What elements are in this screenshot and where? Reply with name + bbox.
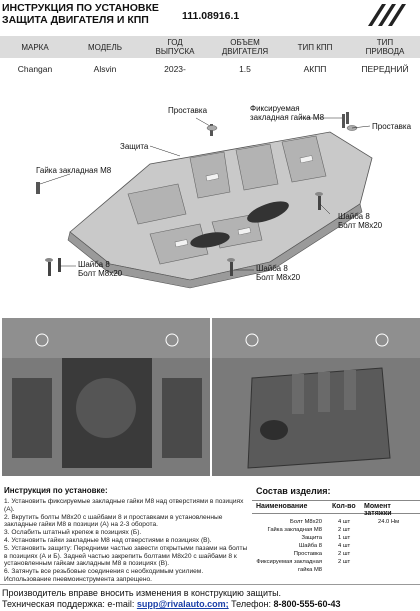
composition-item-torque: 24.0 Нм bbox=[378, 519, 400, 525]
support-email-link[interactable]: supp@rivalauto.com; bbox=[136, 599, 229, 609]
assembly-drawing: Проставка Фиксируемая закладная гайка М8… bbox=[0, 84, 420, 314]
composition-item-name: Шайба 8 bbox=[298, 543, 322, 549]
spec-header-gearbox: ТИП КПП bbox=[297, 42, 333, 52]
phone-label: Телефон: bbox=[228, 599, 274, 609]
vehicle-spec-table: МАРКА МОДЕЛЬ ГОД ВЫПУСКА ОБЪЕМ ДВИГАТЕЛЯ… bbox=[0, 36, 420, 80]
title-line-2: ЗАЩИТА ДВИГАТЕЛЯ И КПП bbox=[2, 14, 149, 26]
spec-value-year: 2023- bbox=[164, 63, 186, 74]
photo-before bbox=[2, 318, 210, 476]
document-footer: Производитель вправе вносить изменения в… bbox=[0, 584, 420, 611]
label-washer-left: Шайба 8 bbox=[78, 260, 110, 269]
composition-item-name: Фиксируемая закладная гайка М8 bbox=[256, 559, 322, 573]
composition-item-qty: 1 шт bbox=[338, 535, 351, 541]
label-washer-right: Шайба 8 bbox=[338, 212, 370, 221]
composition-header-qty: Кол-во bbox=[332, 503, 356, 510]
composition-item-qty: 2 шт bbox=[338, 527, 351, 533]
spec-header-row: МАРКА МОДЕЛЬ ГОД ВЫПУСКА ОБЪЕМ ДВИГАТЕЛЯ… bbox=[0, 36, 420, 58]
composition-row: Проставка 2 шт bbox=[252, 550, 420, 558]
label-bolt-left: Болт М8х20 bbox=[78, 269, 123, 278]
composition-item-name: Болт М8х20 bbox=[290, 519, 322, 525]
label-zashita: Защита bbox=[120, 142, 149, 151]
footer-support: Техническая поддержка: e-mail: supp@riva… bbox=[2, 599, 341, 609]
instruction-step: 1. Установить фиксируемые закладные гайк… bbox=[4, 498, 244, 513]
title-line-1: ИНСТРУКЦИЯ ПО УСТАНОВКЕ bbox=[2, 2, 159, 14]
instruction-step: 4. Установить гайки закладные М8 над отв… bbox=[4, 536, 212, 544]
instruction-step: 6. Затянуть все резьбовые соединения с н… bbox=[4, 568, 204, 583]
label-embedded-nut: Гайка закладная М8 bbox=[36, 166, 112, 175]
spec-header-make: МАРКА bbox=[21, 42, 49, 52]
instruction-step: 5. Установить защиту: Передними частью з… bbox=[4, 544, 248, 568]
composition-item-qty: 2 шт bbox=[338, 559, 351, 565]
brand-logo bbox=[362, 0, 420, 32]
label-bolt-mid: Болт М8х20 bbox=[256, 273, 301, 282]
spec-value-model: Alsvin bbox=[93, 63, 117, 74]
skid-plate-illustration bbox=[36, 112, 373, 289]
composition-row: Шайба 8 4 шт bbox=[252, 542, 420, 550]
label-fixed-nut-line2: закладная гайка М8 bbox=[250, 113, 325, 122]
spec-value-make: Changan bbox=[17, 63, 53, 74]
instruction-step: 2. Вкрутить болты М8х20 с шайбами 8 и пр… bbox=[4, 513, 223, 529]
installation-photos bbox=[0, 318, 420, 476]
composition-item-name: Гайка закладная М8 bbox=[267, 527, 322, 533]
installation-instructions: Инструкция по установке: 1. Установить ф… bbox=[0, 484, 248, 584]
composition-table: Состав изделия: Наименование Кол-во Моме… bbox=[252, 484, 420, 582]
spec-value-drive: ПЕРЕДНИЙ bbox=[361, 63, 409, 74]
support-label: Техническая поддержка: e-mail: bbox=[2, 599, 137, 609]
instructions-list: 1. Установить фиксируемые закладные гайк… bbox=[4, 498, 248, 584]
composition-header-torque: Момент затяжки bbox=[364, 503, 392, 517]
spec-header-year: ГОД ВЫПУСКА bbox=[155, 38, 195, 56]
spec-header-drive: ТИП ПРИВОДА bbox=[365, 38, 405, 56]
composition-header-row: Наименование Кол-во Момент затяжки bbox=[252, 500, 420, 517]
spec-value-row: Changan Alsvin 2023- 1.5 АКПП ПЕРЕДНИЙ bbox=[0, 58, 420, 80]
label-washer-mid: Шайба 8 bbox=[256, 264, 288, 273]
composition-row: Гайка закладная М8 2 шт bbox=[252, 526, 420, 534]
label-bolt-right: Болт М8х20 bbox=[338, 221, 383, 230]
spec-value-engine: 1.5 bbox=[239, 63, 251, 74]
footer-disclaimer: Производитель вправе вносить изменения в… bbox=[2, 588, 282, 598]
composition-row: Защита 1 шт bbox=[252, 534, 420, 542]
composition-item-qty: 2 шт bbox=[338, 551, 351, 557]
document-header: ИНСТРУКЦИЯ ПО УСТАНОВКЕ ЗАЩИТА ДВИГАТЕЛЯ… bbox=[0, 0, 420, 34]
composition-item-qty: 4 шт bbox=[338, 519, 351, 525]
article-number: 111.08916.1 bbox=[182, 10, 240, 22]
support-phone: 8-800-555-60-43 bbox=[273, 599, 341, 609]
spec-header-model: МОДЕЛЬ bbox=[88, 42, 122, 52]
instructions-title: Инструкция по установке: bbox=[4, 486, 108, 495]
composition-item-name: Защита bbox=[301, 535, 322, 541]
composition-item-qty: 4 шт bbox=[338, 543, 351, 549]
instruction-step: 3. Ослабить штатный крепеж в позициях (Б… bbox=[4, 529, 142, 537]
composition-item-name: Проставка bbox=[293, 551, 322, 557]
spec-value-gearbox: АКПП bbox=[303, 63, 327, 74]
composition-row: Фиксируемая закладная гайка М8 2 шт bbox=[252, 558, 420, 573]
composition-header-name: Наименование bbox=[256, 503, 308, 510]
composition-title: Состав изделия: bbox=[256, 486, 331, 496]
label-fixed-nut-line1: Фиксируемая bbox=[250, 104, 300, 113]
spec-header-engine: ОБЪЕМ ДВИГАТЕЛЯ bbox=[221, 38, 269, 56]
composition-row: Болт М8х20 4 шт 24.0 Нм bbox=[252, 518, 420, 526]
photo-after bbox=[212, 318, 420, 476]
label-prostavka-left: Проставка bbox=[168, 106, 208, 115]
label-prostavka-right: Проставка bbox=[372, 122, 412, 131]
